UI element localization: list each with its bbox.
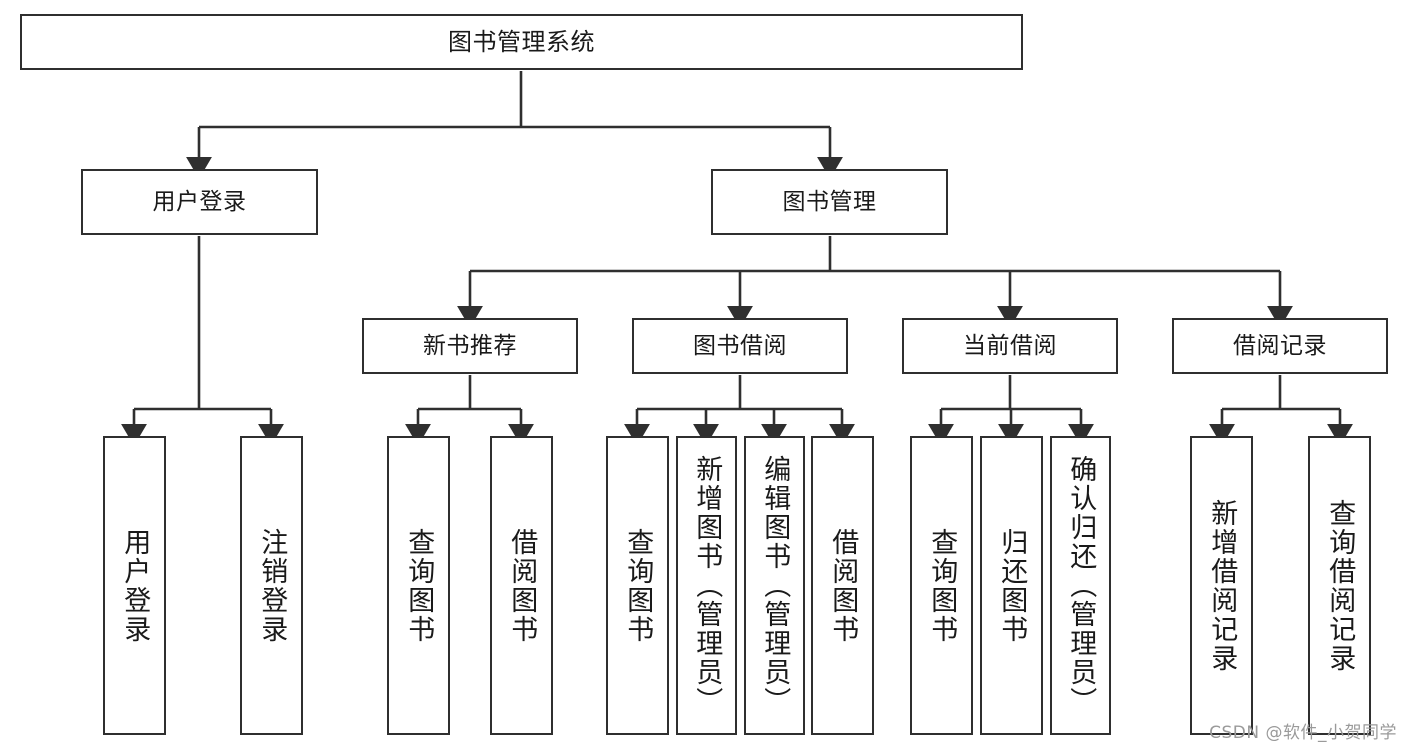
node-leaf-borrow-book-2-label: 借阅图书 — [827, 527, 859, 644]
node-root-system[interactable]: 图书管理系统 — [20, 14, 1023, 70]
node-user-login-label: 用户登录 — [152, 188, 247, 215]
node-book-borrow-label: 图书借阅 — [693, 332, 787, 359]
node-leaf-add-record-label: 新增借阅记录 — [1206, 498, 1238, 673]
node-book-manage-label: 图书管理 — [782, 188, 877, 215]
node-leaf-query-book-2-label: 查询图书 — [622, 527, 654, 644]
node-leaf-query-book-2[interactable]: 查询图书 — [606, 436, 669, 735]
node-borrow-record-label: 借阅记录 — [1233, 332, 1327, 359]
node-leaf-user-login-label: 用户登录 — [119, 527, 151, 644]
node-leaf-query-record-label: 查询借阅记录 — [1324, 498, 1356, 673]
node-root-system-label: 图书管理系统 — [448, 28, 595, 56]
node-leaf-logout[interactable]: 注销登录 — [240, 436, 303, 735]
node-leaf-query-book-3[interactable]: 查询图书 — [910, 436, 973, 735]
node-leaf-query-book-1[interactable]: 查询图书 — [387, 436, 450, 735]
node-leaf-return-book-label: 归还图书 — [996, 527, 1028, 644]
node-leaf-borrow-book-2[interactable]: 借阅图书 — [811, 436, 874, 735]
node-leaf-confirm-return[interactable]: 确认归还（管理员） — [1050, 436, 1111, 735]
node-leaf-confirm-return-label: 确认归还（管理员） — [1065, 455, 1097, 716]
node-leaf-add-book[interactable]: 新增图书（管理员） — [676, 436, 737, 735]
node-leaf-return-book[interactable]: 归还图书 — [980, 436, 1043, 735]
node-current-borrow[interactable]: 当前借阅 — [902, 318, 1118, 374]
node-new-book-recommend[interactable]: 新书推荐 — [362, 318, 578, 374]
node-leaf-add-book-label: 新增图书（管理员） — [691, 455, 723, 716]
node-user-login[interactable]: 用户登录 — [81, 169, 318, 235]
watermark-text: CSDN @软件_小贺同学 — [1209, 723, 1397, 743]
node-new-book-recommend-label: 新书推荐 — [423, 332, 517, 359]
node-leaf-add-record[interactable]: 新增借阅记录 — [1190, 436, 1253, 735]
node-current-borrow-label: 当前借阅 — [963, 332, 1057, 359]
node-borrow-record[interactable]: 借阅记录 — [1172, 318, 1388, 374]
node-leaf-query-book-1-label: 查询图书 — [403, 527, 435, 644]
node-book-manage[interactable]: 图书管理 — [711, 169, 948, 235]
node-leaf-logout-label: 注销登录 — [256, 527, 288, 644]
node-leaf-user-login[interactable]: 用户登录 — [103, 436, 166, 735]
node-leaf-borrow-book-1[interactable]: 借阅图书 — [490, 436, 553, 735]
node-leaf-edit-book[interactable]: 编辑图书（管理员） — [744, 436, 805, 735]
node-leaf-query-record[interactable]: 查询借阅记录 — [1308, 436, 1371, 735]
node-leaf-edit-book-label: 编辑图书（管理员） — [759, 455, 791, 716]
node-book-borrow[interactable]: 图书借阅 — [632, 318, 848, 374]
node-leaf-query-book-3-label: 查询图书 — [926, 527, 958, 644]
node-leaf-borrow-book-1-label: 借阅图书 — [506, 527, 538, 644]
